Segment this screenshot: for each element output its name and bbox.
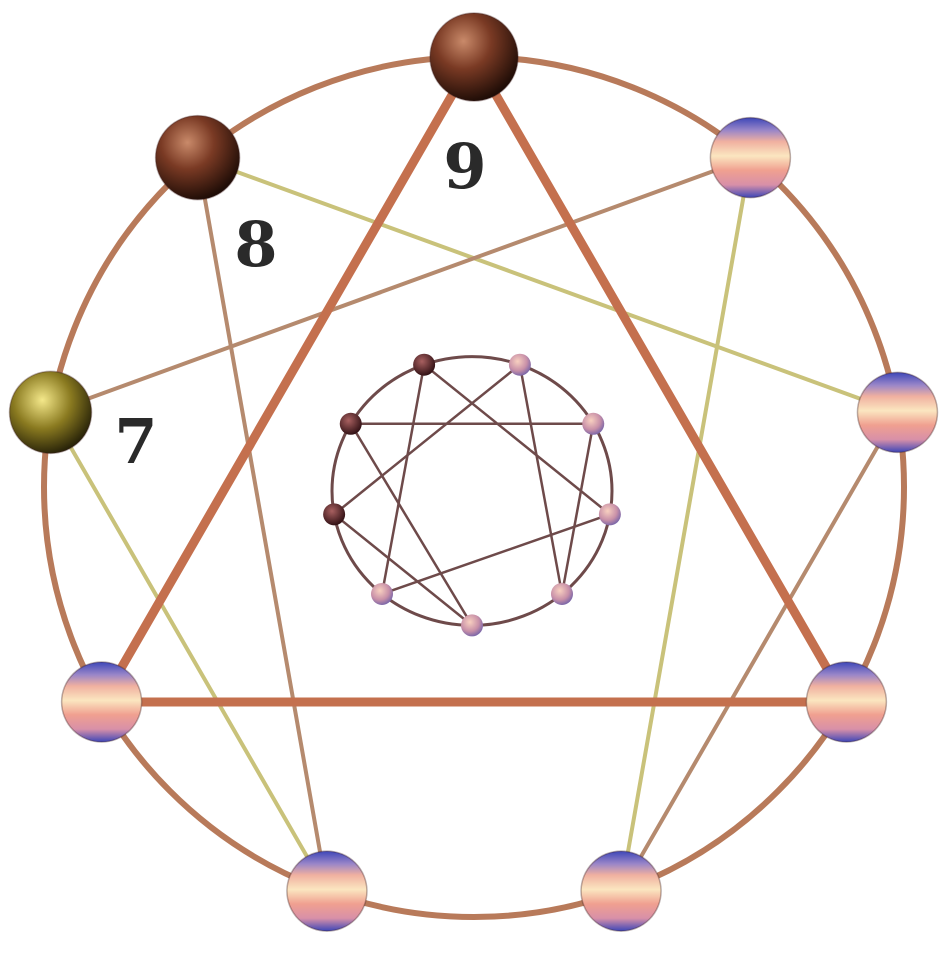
point-sphere-2 — [857, 372, 937, 452]
point-sphere-8 — [156, 116, 240, 200]
point-sphere-3 — [806, 662, 886, 742]
label-point-9: 9 — [443, 130, 486, 203]
label-point-8: 8 — [234, 208, 277, 281]
inner-circle — [332, 357, 612, 626]
inner-sphere-7 — [323, 503, 345, 525]
inner-enneagram-figure — [323, 354, 621, 637]
inner-sphere-8 — [340, 413, 362, 435]
inner-sphere-4 — [551, 583, 573, 605]
point-sphere-1 — [710, 118, 790, 198]
hexad-lines-layer — [51, 158, 898, 891]
inner-sphere-2 — [582, 413, 604, 435]
inner-sphere-3 — [599, 503, 621, 525]
inner-line-4-2 — [562, 424, 593, 594]
inner-line-8-5 — [351, 424, 472, 626]
inner-sphere-1 — [509, 354, 531, 376]
inner-line-7-1 — [334, 365, 520, 515]
point-sphere-9 — [430, 13, 518, 101]
point-sphere-4 — [581, 851, 661, 931]
inner-sphere-9 — [413, 354, 435, 376]
inner-sphere-6 — [371, 583, 393, 605]
inner-line-9-3 — [424, 365, 610, 515]
point-sphere-5 — [287, 851, 367, 931]
inner-sphere-5 — [461, 614, 483, 636]
point-sphere-7 — [10, 371, 92, 453]
inner-line-1-4 — [520, 365, 562, 594]
point-sphere-6 — [62, 662, 142, 742]
label-point-7: 7 — [114, 405, 157, 478]
